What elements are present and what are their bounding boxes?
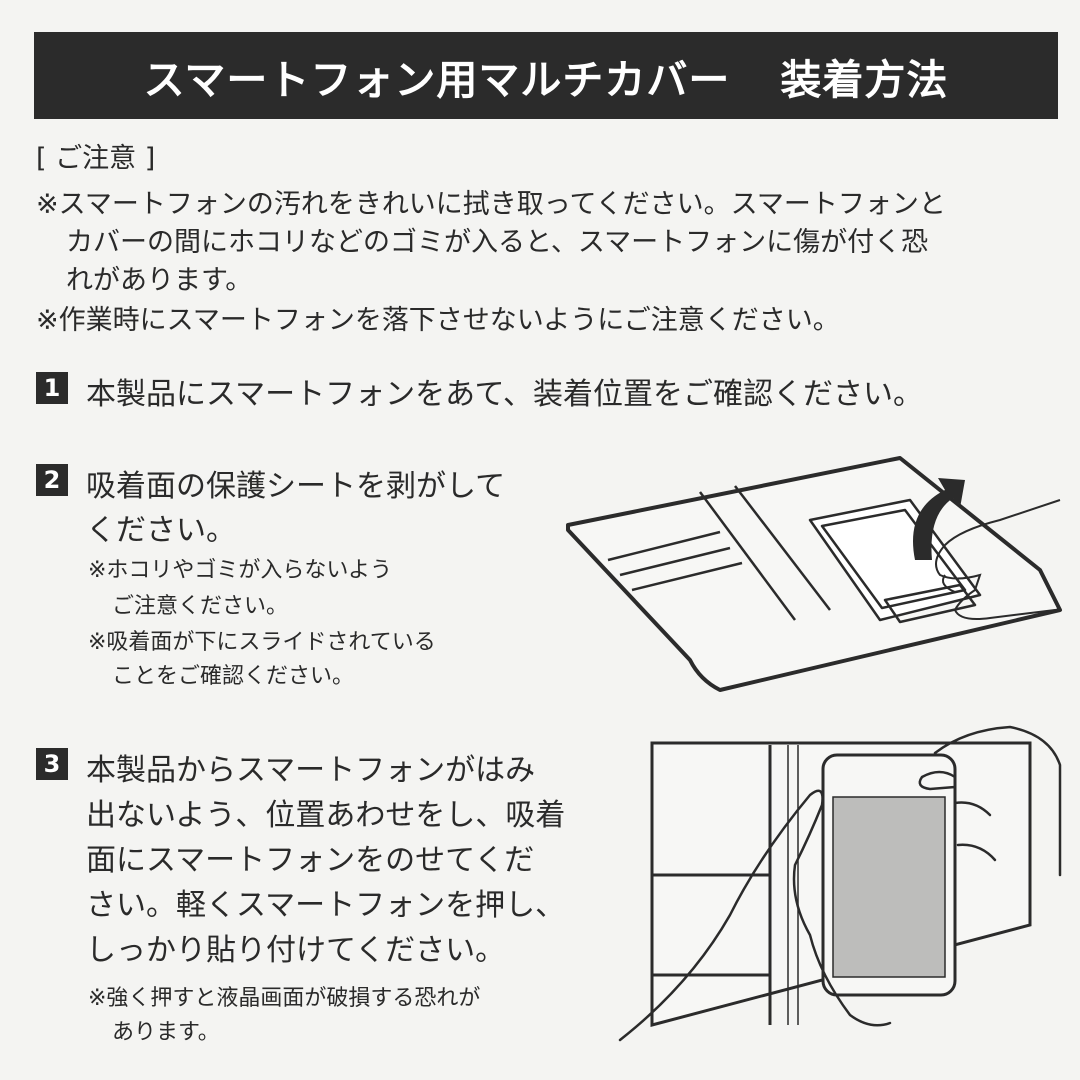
step-3-note-1: ※強く押すと液晶画面が破損する恐れが <box>88 986 481 1011</box>
attach-smartphone-illustration <box>618 725 1062 1042</box>
step-2-number: 2 <box>36 464 68 496</box>
caution-line-1: ※スマートフォンの汚れをきれいに拭き取ってください。スマートフォンと <box>36 189 946 220</box>
step-1-number: 1 <box>36 372 68 404</box>
step-3-note-2: あります。 <box>112 1020 220 1045</box>
step-3-text-line-5: しっかり貼り付けてください。 <box>86 933 506 968</box>
step-3-text-line-2: 出ないよう、位置あわせをし、吸着 <box>86 798 566 833</box>
page-title: スマートフォン用マルチカバー <box>143 55 731 104</box>
caution-heading: [ ご注意 ] <box>36 143 156 174</box>
step-3-text-line-3: 面にスマートフォンをのせてくだ <box>86 843 535 878</box>
caution-line-3: れがあります。 <box>66 265 253 296</box>
peel-protective-sheet-illustration <box>566 456 1062 692</box>
step-3-text-line-1: 本製品からスマートフォンがはみ <box>86 753 536 788</box>
step-2-text-line-2: ください。 <box>86 513 236 548</box>
step-3-number: 3 <box>36 748 68 780</box>
step-2-note-2: ご注意ください。 <box>112 594 289 619</box>
title-bar: スマートフォン用マルチカバー 装着方法 <box>34 32 1058 119</box>
step-2-note-4: ことをご確認ください。 <box>112 664 355 689</box>
step-3-text-line-4: さい。軽くスマートフォンを押し、 <box>86 888 566 923</box>
step-1-text-line-1: 本製品にスマートフォンをあて、装着位置をご確認ください。 <box>86 377 923 412</box>
caution-line-4: ※作業時にスマートフォンを落下させないようにご注意ください。 <box>36 305 840 336</box>
step-2-note-3: ※吸着面が下にスライドされている <box>88 630 436 655</box>
page-subtitle: 装着方法 <box>780 55 949 104</box>
step-2-note-1: ※ホコリやゴミが入らないよう <box>88 558 392 583</box>
caution-line-2: カバーの間にホコリなどのゴミが入ると、スマートフォンに傷が付く恐 <box>66 227 929 258</box>
step-2-text-line-1: 吸着面の保護シートを剥がして <box>86 469 506 504</box>
